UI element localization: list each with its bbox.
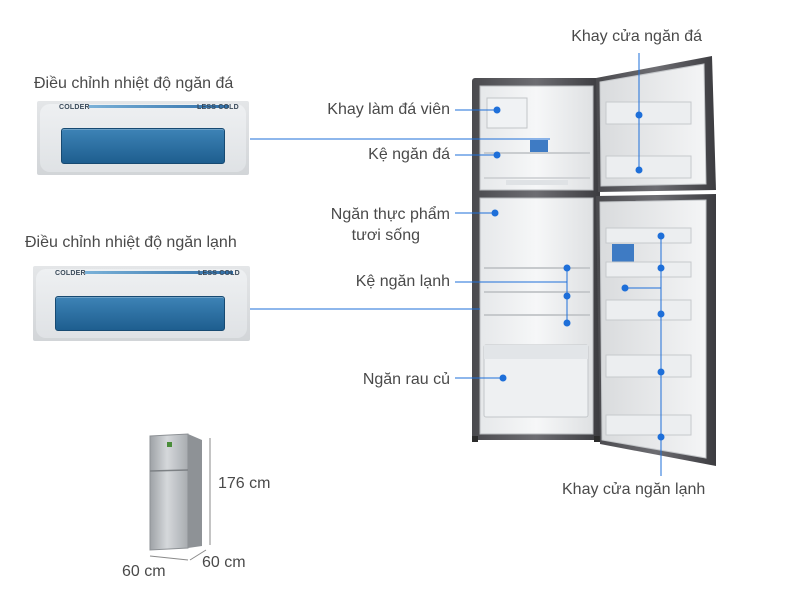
freezer-colder-label: COLDER xyxy=(59,104,90,111)
freezer-less-cold-label: LESS COLD xyxy=(197,104,239,111)
freezer-control-knob xyxy=(61,128,225,164)
fridge-less-cold-label: LESS COLD xyxy=(198,270,240,277)
freezer-shelf-label: Kệ ngăn đá xyxy=(368,146,450,163)
ice-tray-label: Khay làm đá viên xyxy=(327,101,450,118)
freezer-temperature-control: COLDER LESS COLD xyxy=(37,101,249,175)
fresh-food-label-line2: tươi sống xyxy=(351,227,420,244)
fridge-door-tray-label: Khay cửa ngăn lạnh xyxy=(562,481,706,498)
height-dimension: 176 cm xyxy=(218,475,271,492)
fridge-shelf-label: Kệ ngăn lạnh xyxy=(355,273,450,290)
width-dimension: 60 cm xyxy=(122,563,166,580)
vegetable-drawer-label: Ngăn rau củ xyxy=(362,371,450,388)
freezer-control-label: Điều chỉnh nhiệt độ ngăn đá xyxy=(34,75,234,92)
mini-fridge xyxy=(149,433,189,551)
fridge-control-knob xyxy=(55,296,225,331)
fridge-temperature-control: COLDER LESS COLD xyxy=(33,266,250,341)
fresh-food-label-line1: Ngăn thực phẩm xyxy=(330,206,450,223)
fridge-colder-label: COLDER xyxy=(55,270,86,277)
depth-dimension: 60 cm xyxy=(202,554,246,571)
fridge-control-label: Điều chỉnh nhiệt độ ngăn lạnh xyxy=(25,234,237,251)
freezer-door-tray-label: Khay cửa ngăn đá xyxy=(571,28,702,45)
ice-tray xyxy=(486,97,528,129)
